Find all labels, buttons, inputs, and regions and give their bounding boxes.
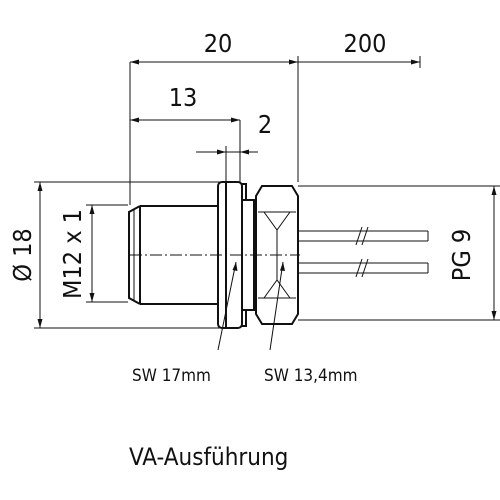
dimension-thread: M12 x 1 bbox=[58, 204, 128, 303]
caption: VA-Ausführung bbox=[129, 443, 288, 471]
cable-wires bbox=[298, 226, 429, 278]
sw13-label: SW 13,4mm bbox=[264, 366, 358, 386]
thread-label: M12 x 1 bbox=[58, 209, 87, 299]
dimension-13: 13 bbox=[130, 83, 240, 123]
sw17-label: SW 17mm bbox=[132, 366, 211, 386]
dimension-200: 200 bbox=[298, 29, 420, 65]
dimension-2: 2 bbox=[196, 110, 272, 155]
pg9-label: PG 9 bbox=[447, 229, 476, 281]
dimension-pg9: PG 9 bbox=[298, 185, 500, 321]
dimension-200-label: 200 bbox=[344, 29, 387, 58]
leader-sw13 bbox=[269, 261, 285, 351]
dimension-13-label: 13 bbox=[169, 83, 198, 112]
dimension-2-label: 2 bbox=[258, 110, 272, 139]
extension-lines bbox=[129, 56, 421, 205]
dimension-20-label: 20 bbox=[204, 29, 233, 58]
dimension-diameter: Ø 18 bbox=[8, 181, 222, 329]
connector-body bbox=[128, 181, 300, 329]
diameter-label: Ø 18 bbox=[8, 228, 37, 281]
dimension-20: 20 bbox=[130, 29, 298, 65]
leader-sw17 bbox=[217, 261, 238, 351]
